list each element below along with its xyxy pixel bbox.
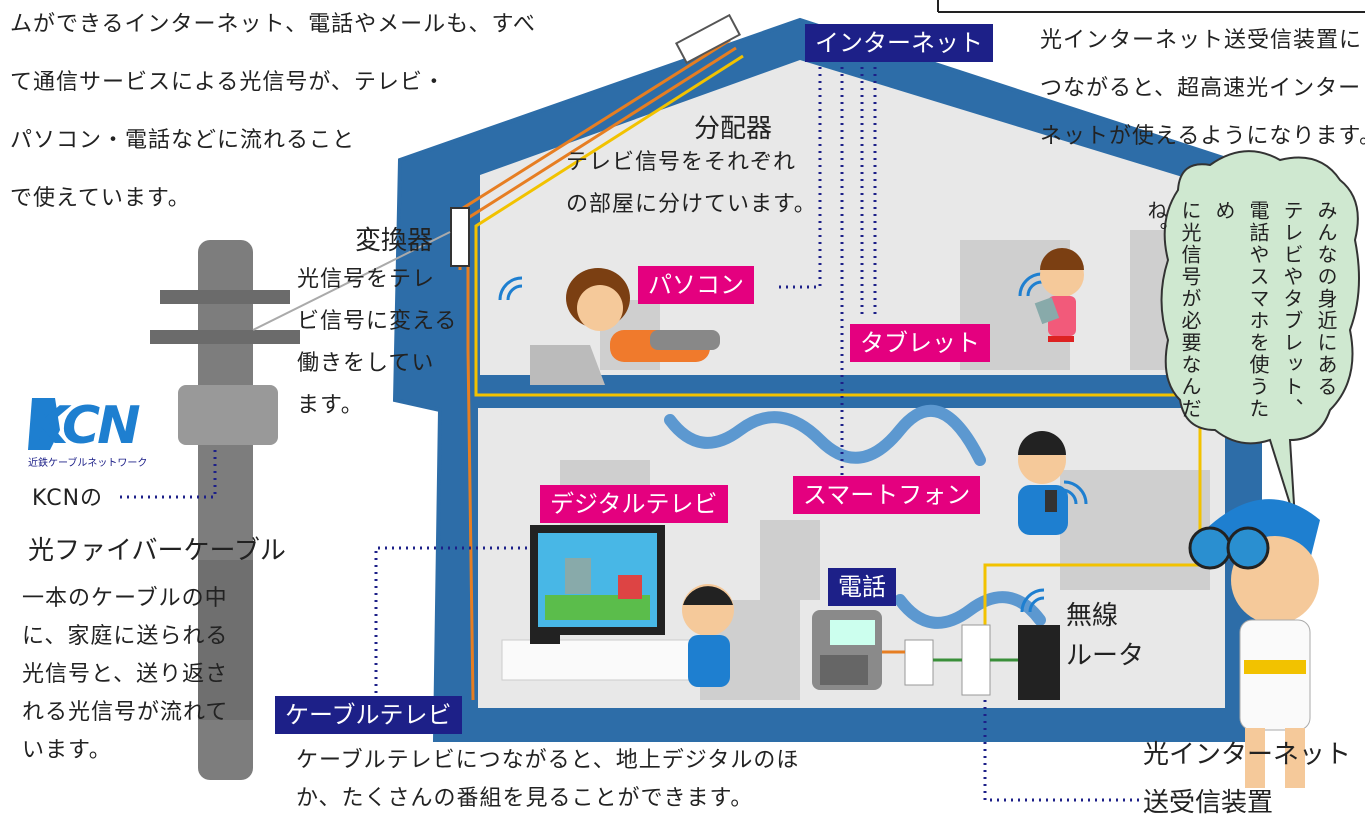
splitter-title: 分配器 (694, 114, 773, 144)
converter-desc-line: 光信号をテレ (297, 267, 436, 292)
fiber-desc-line: 光信号と、送り返さ (22, 662, 229, 687)
intro-line: ムができるインターネット、電話やメールも、すべ (10, 12, 536, 37)
fiber-desc-line: います。 (22, 738, 112, 763)
converter-desc-line: 働きをしてい (297, 351, 435, 376)
router-label-line: ルータ (1066, 641, 1145, 671)
cable-tv-desc-line: ケーブルテレビにつながると、地上デジタルのほ (296, 748, 800, 773)
girl-binoculars-figure (1188, 499, 1320, 788)
intro-text: ムができるインターネット、電話やメールも、すべ て通信サービスによる光信号が、テ… (10, 4, 536, 220)
intro-line: で使えています。 (10, 186, 191, 211)
bubble-line: テレビやタブレット、 (1280, 200, 1304, 420)
fiber-desc-line: 一本のケーブルの中 (22, 586, 228, 611)
onu-box (961, 624, 991, 696)
kcn-logo-text: KCN (28, 396, 141, 456)
girl-tablet-figure (1034, 248, 1084, 342)
modem-box (904, 639, 934, 686)
onu-label: 光インターネット 送受信装置 (1143, 735, 1351, 823)
converter-desc-line: ます。 (297, 393, 364, 418)
telephone-icon (812, 610, 882, 690)
router-label: 無線 ルータ (1066, 596, 1144, 676)
girl-laptop-figure (530, 268, 720, 385)
speech-bubble-text: みんなの身近にある テレビやタブレット、 電話やスマホを使うため に光信号が必要… (1144, 200, 1343, 440)
intro-line: パソコン・電話などに流れること (10, 128, 356, 153)
bubble-line: に光信号が必要なんだね。 (1144, 200, 1202, 420)
label-digital-tv: デジタルテレビ (540, 485, 728, 523)
label-tablet: タブレット (850, 324, 990, 362)
fiber-title: 光ファイバーケーブル (28, 536, 286, 566)
converter-callout: 変換器 光信号をテレ ビ信号に変える 働きをしてい ます。 (297, 220, 457, 427)
label-phone: 電話 (828, 568, 896, 606)
converter-title: 変換器 (355, 226, 434, 256)
kcn-logo: KCN 近鉄ケーブルネットワーク (28, 398, 147, 469)
speech-bubble (1160, 150, 1360, 521)
fiber-desc-line: れる光信号が流れて (22, 700, 229, 725)
label-cable-tv: ケーブルテレビ (275, 696, 462, 734)
tv-icon (501, 525, 698, 681)
onu-label-line: 光インターネット (1143, 740, 1352, 770)
bubble-line: 電話やスマホを使うため (1212, 200, 1270, 420)
label-smartphone: スマートフォン (793, 476, 981, 514)
fiber-desc: 一本のケーブルの中 に、家庭に送られる 光信号と、送り返さ れる光信号が流れて … (22, 580, 228, 770)
label-internet: インターネット (805, 24, 993, 62)
router-box (1018, 625, 1060, 700)
internet-desc-line: つながると、超高速光インター (1040, 76, 1362, 101)
splitter-desc-line: の部屋に分けています。 (566, 192, 817, 217)
router-label-line: 無線 (1066, 601, 1119, 631)
onu-label-line: 送受信装置 (1143, 788, 1274, 818)
kcn-logo-subtitle: 近鉄ケーブルネットワーク (28, 458, 148, 469)
child-figure (682, 584, 734, 687)
cable-tv-desc: ケーブルテレビにつながると、地上デジタルのほ か、たくさんの番組を見ることができ… (296, 742, 799, 818)
utility-pole (150, 240, 300, 780)
internet-desc-line: 光インターネット送受信装置に (1040, 28, 1363, 53)
fiber-desc-line: に、家庭に送られる (22, 624, 229, 649)
boy-phone-figure (1018, 431, 1068, 535)
splitter-box (674, 13, 742, 65)
internet-desc: 光インターネット送受信装置に つながると、超高速光インター ネットが使えるように… (1040, 20, 1365, 158)
converter-desc-line: ビ信号に変える (297, 309, 458, 334)
wifi-icon (498, 272, 1088, 613)
splitter-callout: 分配器 テレビ信号をそれぞれ の部屋に分けています。 (566, 108, 817, 223)
internet-desc-line: ネットが使えるようになります。 (1040, 124, 1365, 149)
kcn-prefix: KCNの (32, 486, 104, 511)
converter-box (450, 207, 470, 267)
intro-line: て通信サービスによる光信号が、テレビ・ (10, 70, 446, 95)
splitter-desc-line: テレビ信号をそれぞれ (566, 150, 797, 175)
cable-tv-desc-line: か、たくさんの番組を見ることができます。 (296, 786, 754, 811)
kcn-logo-icon (28, 398, 60, 450)
label-pc: パソコン (638, 266, 754, 304)
bubble-line: みんなの身近にある (1314, 200, 1338, 398)
